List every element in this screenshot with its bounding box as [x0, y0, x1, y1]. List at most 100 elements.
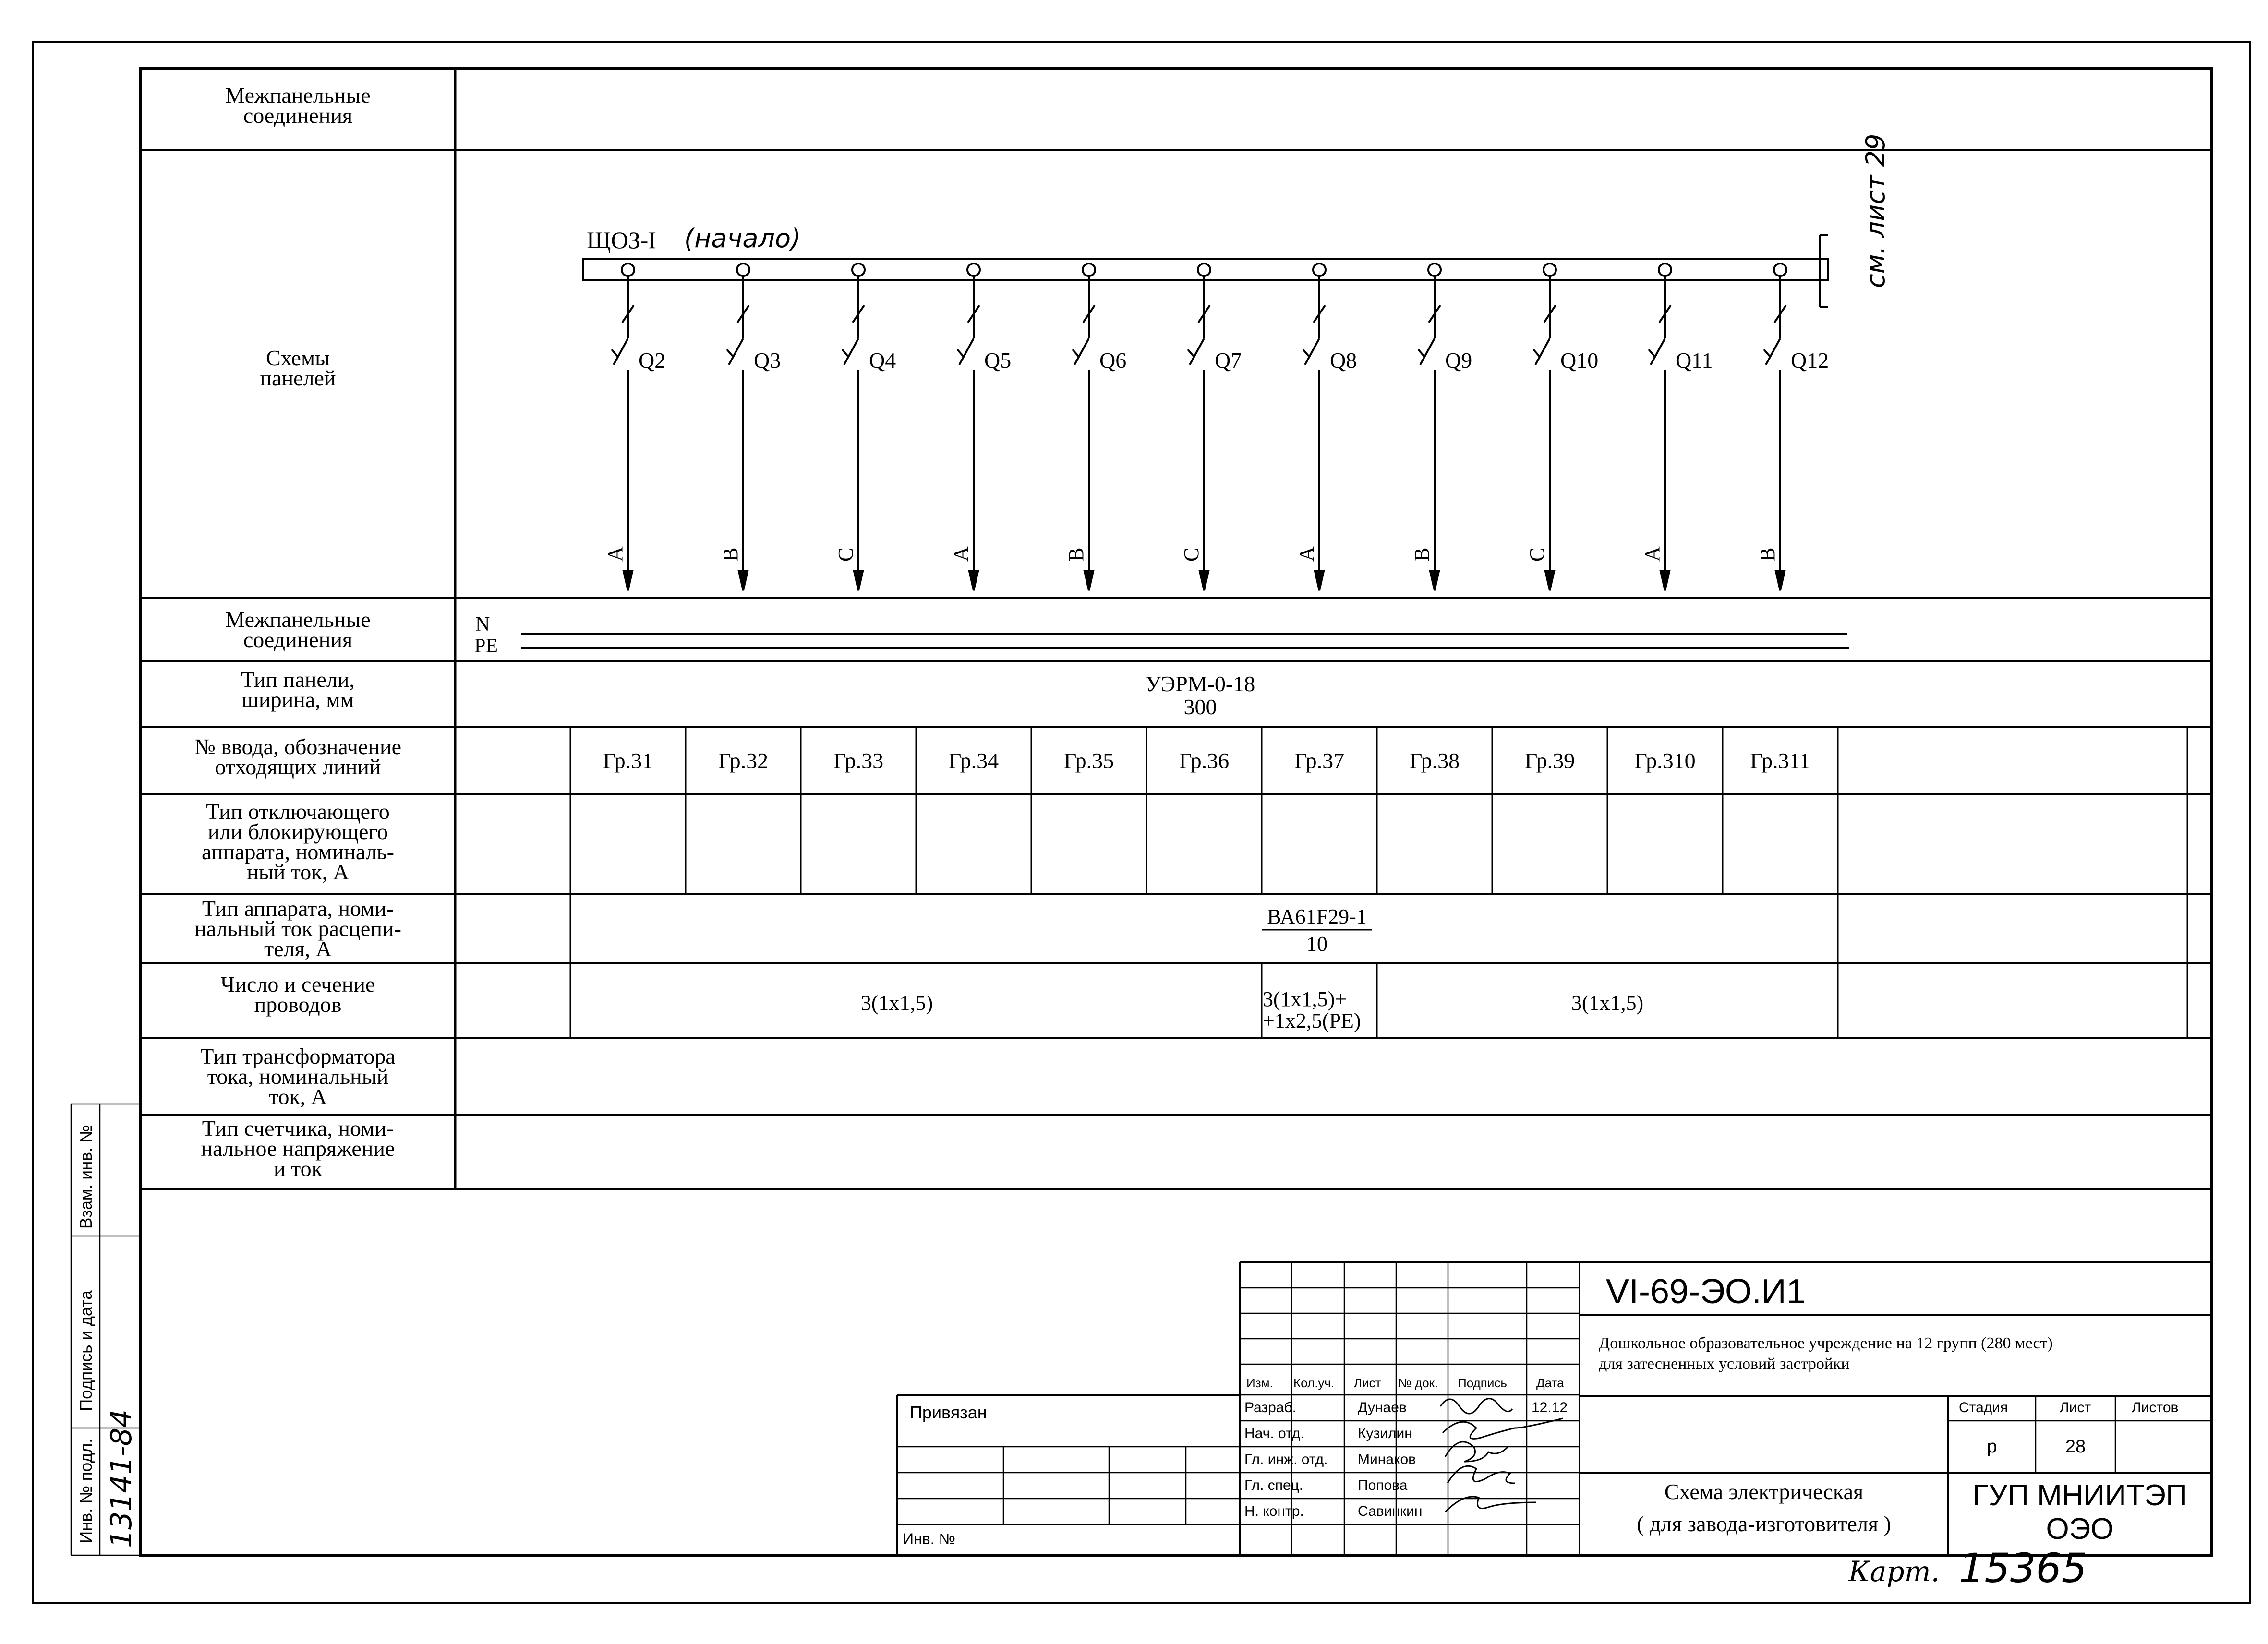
side-inv-podl: Инв. № подл.: [77, 1438, 96, 1543]
breaker-q5: [956, 263, 981, 591]
phase-label: B: [1064, 547, 1088, 562]
list-header: Лист: [2060, 1400, 2091, 1416]
doc-desc-2: для затесненных условий застройки: [1599, 1355, 1850, 1373]
breaker-q8: [1302, 263, 1327, 591]
label-chislo: Число и сечение проводов: [220, 972, 375, 1017]
group-label: Гр.310: [1634, 748, 1696, 773]
group-label: Гр.39: [1524, 748, 1575, 773]
list-value: 28: [2065, 1437, 2086, 1457]
breaker-label: Q7: [1215, 348, 1242, 372]
label-tip-apparata: Тип аппарата, номи- нальный ток расцепи-…: [194, 896, 401, 961]
continuation-note: см. лист 29: [1860, 133, 1891, 288]
stadiya-value: р: [1987, 1437, 1997, 1457]
bus-label: ЩОЗ-I: [587, 227, 656, 253]
listov-header: Листов: [2132, 1400, 2179, 1416]
group-label: Гр.32: [718, 748, 769, 773]
pe-label: PE: [474, 635, 498, 657]
stadiya-header: Стадия: [1959, 1400, 2008, 1416]
org-name: ГУП МНИИТЭП: [1972, 1479, 2187, 1512]
wires-right: 3(1x1,5): [1571, 991, 1644, 1015]
stamp-name: Минаков: [1358, 1452, 1416, 1467]
breaker-q10: [1532, 263, 1557, 591]
group-label: Гр.37: [1294, 748, 1345, 773]
phase-label: A: [949, 546, 973, 562]
group-label: Гр.34: [948, 748, 999, 773]
breaker-q7: [1187, 263, 1211, 591]
side-inv-value: 13141-84: [105, 1409, 138, 1548]
breaker-label: Q12: [1791, 348, 1829, 372]
kart-number: 15365: [1959, 1545, 2087, 1592]
breaker-label: Q5: [984, 348, 1012, 372]
breaker-label: Q4: [869, 348, 896, 372]
label-tip-otkl: Тип отключающего или блокирующего аппара…: [202, 799, 394, 884]
label-tip-paneli: Тип панели, ширина, мм: [241, 667, 355, 712]
group-label: Гр.33: [833, 748, 884, 773]
apparatus-current: 10: [1306, 932, 1327, 956]
phase-label: A: [603, 546, 627, 562]
stamp-role: Нач. отд.: [1244, 1426, 1304, 1441]
wires-middle-2: +1x2,5(PE): [1263, 1009, 1361, 1032]
breaker-q2: [611, 263, 635, 591]
hdr-izm: Изм.: [1246, 1376, 1273, 1390]
breaker-q4: [841, 263, 866, 591]
breaker-label: Q6: [1099, 348, 1127, 372]
breaker-label: Q10: [1560, 348, 1599, 372]
stamp-role: Разраб.: [1244, 1400, 1297, 1416]
hdr-kol: Кол.уч.: [1293, 1376, 1335, 1390]
kart-label: Карт.: [1848, 1555, 1940, 1588]
stamp-name: Дунаев: [1358, 1400, 1407, 1416]
stamp-name: Попова: [1358, 1477, 1408, 1493]
panel-type: УЭРМ-0-18: [1145, 672, 1255, 696]
breaker-label: Q11: [1676, 348, 1713, 372]
side-podpis-data: Подпись и дата: [77, 1290, 96, 1411]
breaker-label: Q3: [754, 348, 781, 372]
breaker-q6: [1072, 263, 1096, 591]
phase-label: A: [1641, 546, 1664, 562]
wires-left: 3(1x1,5): [860, 991, 933, 1015]
phase-label: A: [1295, 546, 1318, 562]
label-mezh-top: Межпанельные соединения: [225, 83, 371, 128]
side-vzam-inv: Взам. инв. №: [77, 1125, 96, 1229]
group-label: Гр.35: [1063, 748, 1114, 773]
breaker-label: Q8: [1330, 348, 1357, 372]
bus-note: (начало): [684, 223, 801, 253]
stamp-name: Савинкин: [1358, 1503, 1423, 1519]
breaker-q3: [726, 263, 750, 591]
hdr-podpis: Подпись: [1458, 1376, 1507, 1390]
privyazan-label: Привязан: [910, 1403, 987, 1422]
panel-width: 300: [1183, 695, 1217, 719]
phase-label: C: [834, 547, 857, 562]
label-tip-schet: Тип счетчика, номи- нальное напряжение и…: [201, 1116, 395, 1181]
n-label: N: [475, 613, 490, 636]
label-tip-transf: Тип трансформатора тока, номинальный ток…: [200, 1044, 396, 1109]
org-dept: ОЭО: [2046, 1512, 2114, 1546]
drawing-subtitle: ( для завода-изготовителя ): [1637, 1512, 1891, 1536]
group-label: Гр.31: [603, 748, 653, 773]
breaker-label: Q9: [1445, 348, 1472, 372]
breaker-group: [611, 263, 1787, 591]
stamp-role: Н. контр.: [1244, 1503, 1304, 1519]
breaker-label: Q2: [639, 348, 666, 372]
breaker-q9: [1417, 263, 1442, 591]
label-nomer-vvoda: № ввода, обозначение отходящих линий: [194, 734, 401, 779]
group-label: Гр.311: [1750, 748, 1810, 773]
breaker-q11: [1648, 263, 1672, 591]
hdr-data: Дата: [1536, 1376, 1564, 1390]
group-label: Гр.38: [1409, 748, 1460, 773]
phase-label: B: [1756, 547, 1779, 562]
phase-label: B: [1410, 547, 1434, 562]
label-mezh-bottom: Межпанельные соединения: [225, 607, 371, 652]
stamp-role: Гл. инж. отд.: [1244, 1452, 1328, 1467]
apparatus-type: ВА61F29-1: [1267, 905, 1367, 928]
stamp-name: Кузилин: [1358, 1426, 1412, 1441]
phase-label: C: [1525, 547, 1549, 562]
stamp-role: Гл. спец.: [1244, 1477, 1303, 1493]
breaker-q12: [1763, 263, 1787, 591]
phase-label: B: [719, 547, 742, 562]
wires-middle-1: 3(1x1,5)+: [1263, 987, 1347, 1011]
phase-label: C: [1180, 547, 1203, 562]
hdr-ndok: № док.: [1398, 1376, 1438, 1390]
stamp-date: 12.12: [1532, 1400, 1568, 1416]
doc-code: VI-69-ЭО.И1: [1606, 1272, 1806, 1311]
